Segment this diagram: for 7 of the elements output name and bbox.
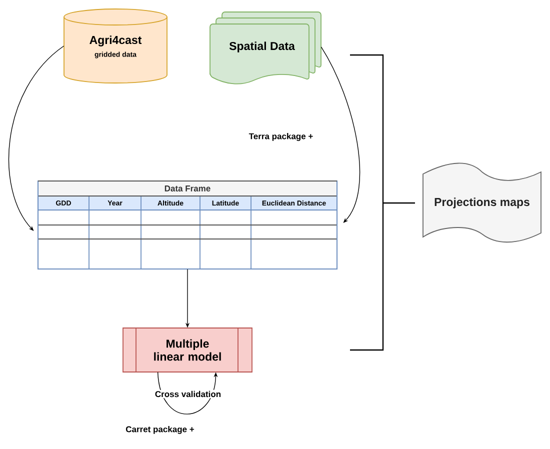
annotation-text: Terra package +	[248, 133, 313, 141]
document-stack: Spatial Data	[210, 12, 322, 84]
annotation-text: Carret package +	[126, 426, 194, 434]
edge-label: Cross validation	[154, 390, 222, 398]
arrow	[320, 46, 360, 223]
process-box: Multiple linear model	[122, 328, 252, 372]
arrow	[8, 46, 64, 231]
